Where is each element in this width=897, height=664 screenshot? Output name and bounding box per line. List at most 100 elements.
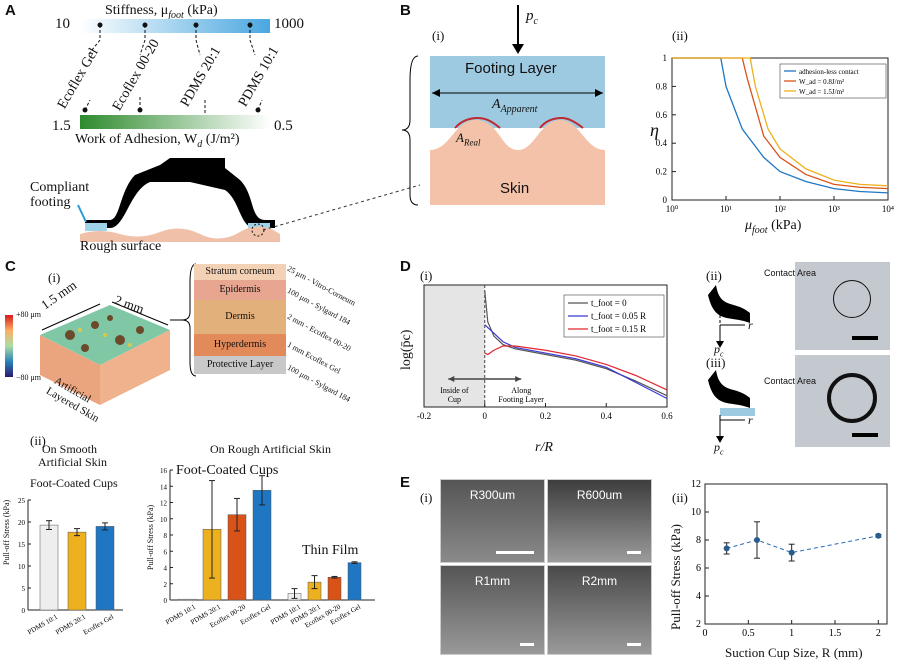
- y-tick-label: 2: [164, 581, 168, 589]
- legend-entry: W_ad = 1.5J/m²: [799, 88, 844, 96]
- color-scale-bottom: −80 μm: [16, 373, 42, 382]
- scale-bar-r300um: [496, 551, 534, 554]
- layer-protective: Protective Layer: [194, 356, 286, 374]
- rough-ylabel: Pull-off Stress (kPa): [146, 504, 155, 570]
- e-xlabel: Suction Cup Size, R (mm): [725, 645, 863, 660]
- category-label: PDMS 10:1: [26, 613, 59, 637]
- photo-r1mm: R1mm: [440, 565, 545, 655]
- y-tick-label: 20: [18, 519, 26, 527]
- layers-brace: [170, 263, 197, 377]
- y-tick-label: 8: [696, 535, 701, 546]
- y-tick-label: 0.8: [656, 81, 668, 91]
- bar-1-3: [347, 562, 362, 601]
- e-ylabel: Pull-off Stress (kPa): [668, 524, 683, 630]
- photo-label-r300um: R300um: [469, 488, 516, 502]
- arrowhead-right: [515, 376, 522, 382]
- bar-1: [67, 531, 87, 611]
- r-label-ii: r: [748, 318, 753, 332]
- trend-line: [726, 535, 879, 554]
- photo-r600um: R600um: [547, 479, 652, 563]
- photo-r2mm: R2mm: [547, 565, 652, 655]
- y-tick-label: 4: [164, 565, 168, 573]
- y-tick-label: 25: [18, 497, 26, 505]
- cup-profile-iii: [708, 370, 755, 443]
- inside-cup-label-1: Inside of: [440, 386, 469, 395]
- stiffness-min: 10: [55, 16, 70, 32]
- scale-bar-ii: [852, 336, 878, 340]
- y-tick-label: 2: [696, 619, 701, 630]
- a-apparent-label: AApparent: [492, 97, 538, 115]
- contact-ring-iii: [827, 373, 877, 423]
- bar-1-2: [327, 577, 342, 601]
- y-tick-label: 14: [160, 483, 168, 491]
- pc-label-iii: pc: [714, 440, 724, 457]
- x-tick-label: 2: [876, 628, 881, 639]
- scale-bar-r2mm: [627, 643, 641, 646]
- adhesion-max: 0.5: [274, 118, 293, 134]
- layer-note-0: 25 μm - Vitro-Corneum: [285, 264, 357, 308]
- x-tick-label: 1: [789, 628, 794, 639]
- cup-illustration: [77, 158, 421, 242]
- y-tick-label: 0: [164, 597, 168, 605]
- y-tick-label: 16: [160, 467, 168, 475]
- category-label: PDMS 20:1: [54, 613, 87, 637]
- data-point: [723, 545, 730, 552]
- stiffness-max: 1000: [274, 16, 304, 32]
- series-line-1: [672, 57, 889, 190]
- legend-box: [779, 63, 887, 99]
- y-tick-label: 6: [164, 548, 168, 556]
- panel-label-a: A: [5, 2, 16, 19]
- series-line-2: [672, 57, 889, 187]
- photo-label-r1mm: R1mm: [474, 574, 511, 588]
- skin-block-illustration: [5, 301, 170, 405]
- footing-layer-label: Footing Layer: [465, 60, 557, 77]
- foot-cups-label-smooth: Foot-Coated Cups: [30, 476, 118, 490]
- panel-label-d: D: [400, 258, 411, 275]
- y-tick-label: 0: [22, 607, 26, 615]
- y-tick-label: 0.6: [656, 110, 668, 120]
- y-tick-label: 12: [160, 500, 168, 508]
- x-tick-label: 10³: [828, 204, 840, 214]
- compliant-footing-label: Compliant footing: [30, 180, 90, 210]
- x-tick-label: 0: [703, 628, 708, 639]
- panel-d-iii-label: (iii): [706, 355, 726, 370]
- x-tick-label: 0.2: [540, 411, 551, 421]
- x-tick-label: -0.2: [417, 411, 431, 421]
- x-tick-label: 10⁰: [666, 204, 679, 214]
- smooth-title-2: Artificial Skin: [38, 455, 107, 469]
- cup-profile-ii: [708, 285, 750, 348]
- pc-label-ii: pc: [714, 342, 724, 359]
- contact-ring-ii: [833, 280, 871, 318]
- panel-label-b: B: [400, 2, 411, 19]
- data-point: [788, 549, 795, 556]
- series-line-2: [484, 345, 668, 391]
- legend-entry: t_foot = 0.15 R: [591, 324, 646, 334]
- layer-stratum-corneum: Stratum corneum: [194, 264, 286, 280]
- adhesion-gradient-bar: [80, 115, 270, 129]
- eta-axis-label: η: [650, 120, 659, 140]
- legend-entry: W_ad = 0.8J/m²: [799, 78, 844, 86]
- panel-b-i-label: (i): [432, 28, 445, 43]
- scale-bar-r600um: [627, 551, 641, 554]
- photo-label-r600um: R600um: [576, 488, 623, 502]
- rough-title: On Rough Artificial Skin: [210, 442, 331, 456]
- smooth-ylabel: Pull-off Stress (kPa): [2, 499, 11, 565]
- x-tick-label: 10¹: [720, 204, 732, 214]
- chart-frame: [704, 483, 888, 625]
- x-tick-label: 1.5: [829, 628, 842, 639]
- adhesion-axis-label: Work of Adhesion, Wd (J/m²): [75, 132, 240, 150]
- series-line-0: [672, 57, 889, 194]
- panel-c-i-label: (i): [48, 270, 61, 285]
- layer-dermis: Dermis: [194, 300, 286, 334]
- contact-image-iii: [795, 355, 890, 447]
- thin-film-label: Thin Film: [302, 543, 359, 558]
- color-scale-top: +80 μm: [16, 310, 42, 319]
- x-tick-label: 0.5: [742, 628, 755, 639]
- scale-bar-r1mm: [520, 643, 534, 646]
- bar-0: [39, 524, 59, 611]
- x-tick-label: 0.4: [601, 411, 613, 421]
- series-line-1: [484, 324, 668, 400]
- stiffness-gradient-bar: [80, 19, 270, 33]
